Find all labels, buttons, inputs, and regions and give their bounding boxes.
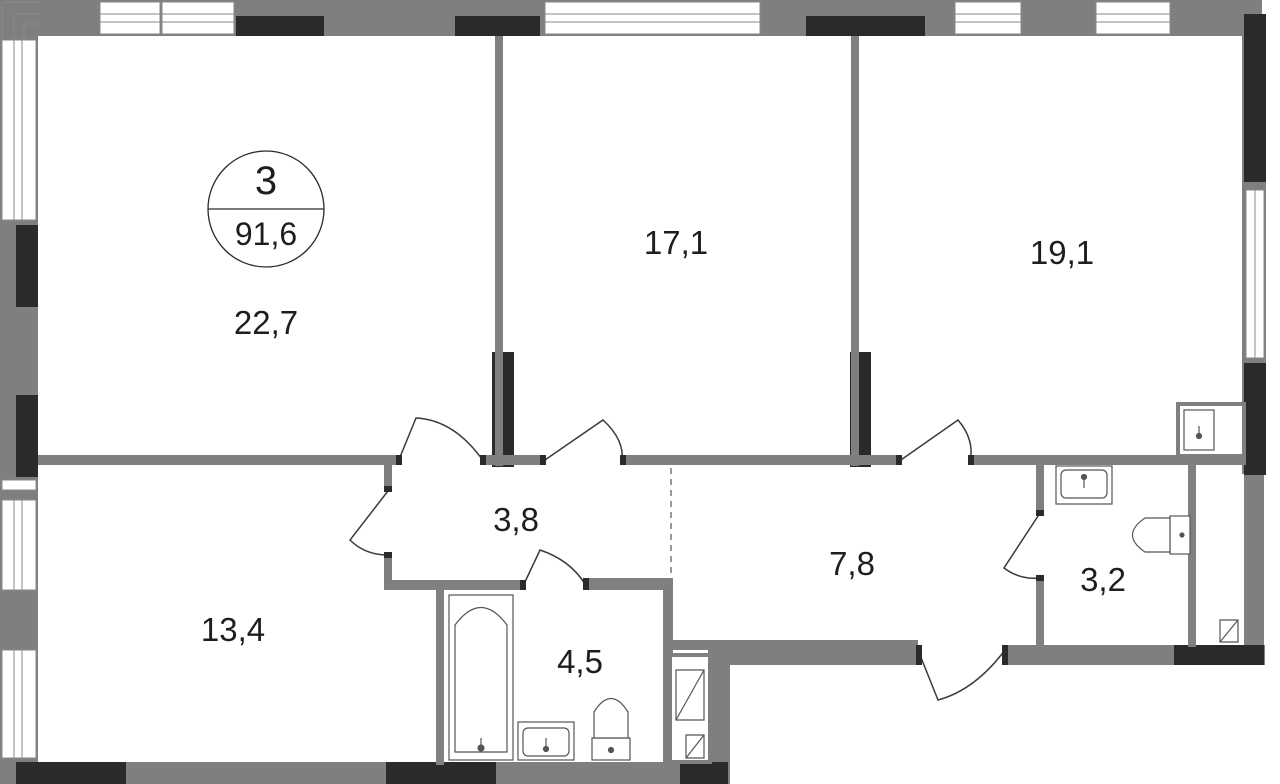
bathroom-sink-icon: [517, 721, 575, 761]
boiler-icon: [675, 669, 705, 759]
room-area-bedroom-ne: 19,1: [1029, 234, 1095, 271]
room-area-hallway-small: 3,8: [493, 501, 539, 538]
windows: [1, 1, 1265, 759]
apartment-badge: [207, 150, 325, 268]
room-area-sw: 13,4: [200, 611, 266, 648]
door-jambs: [384, 455, 1044, 665]
room-area-hall-main: 7,8: [829, 545, 875, 582]
door-toilet: [1002, 512, 1041, 580]
kitchen-sink-icon: [1183, 409, 1215, 451]
toilet-room-sink-icon: [1055, 465, 1113, 505]
door-entrance: [917, 649, 1006, 701]
room-area-toilet: 3,2: [1080, 561, 1126, 598]
fixtures: [448, 409, 1239, 761]
rooms-count: 3: [254, 159, 278, 203]
toilet-icon: [1131, 515, 1191, 555]
door-room-sw: [349, 490, 389, 556]
bathroom-toilet-icon: [591, 697, 631, 761]
wall-bottom-notch: [708, 655, 730, 784]
closet-fixture-icon: [1219, 619, 1239, 643]
door-living: [397, 417, 485, 463]
door-bedroom-ne: [897, 418, 972, 463]
interior-walls: [38, 36, 1246, 765]
bathtub-icon: [448, 594, 514, 761]
room-area-living: 22,7: [233, 304, 299, 341]
wall-bottom-left: [0, 762, 730, 784]
total-area: 91,6: [234, 216, 298, 252]
wall-right-lower: [1244, 460, 1264, 665]
room-area-bathroom: 4,5: [557, 643, 603, 680]
door-bathroom: [523, 549, 586, 585]
door-bedroom-center: [541, 419, 624, 463]
corner-detail: [1, 1, 40, 40]
structural-columns: [16, 14, 1266, 784]
room-area-bedroom-center: 17,1: [643, 224, 709, 261]
